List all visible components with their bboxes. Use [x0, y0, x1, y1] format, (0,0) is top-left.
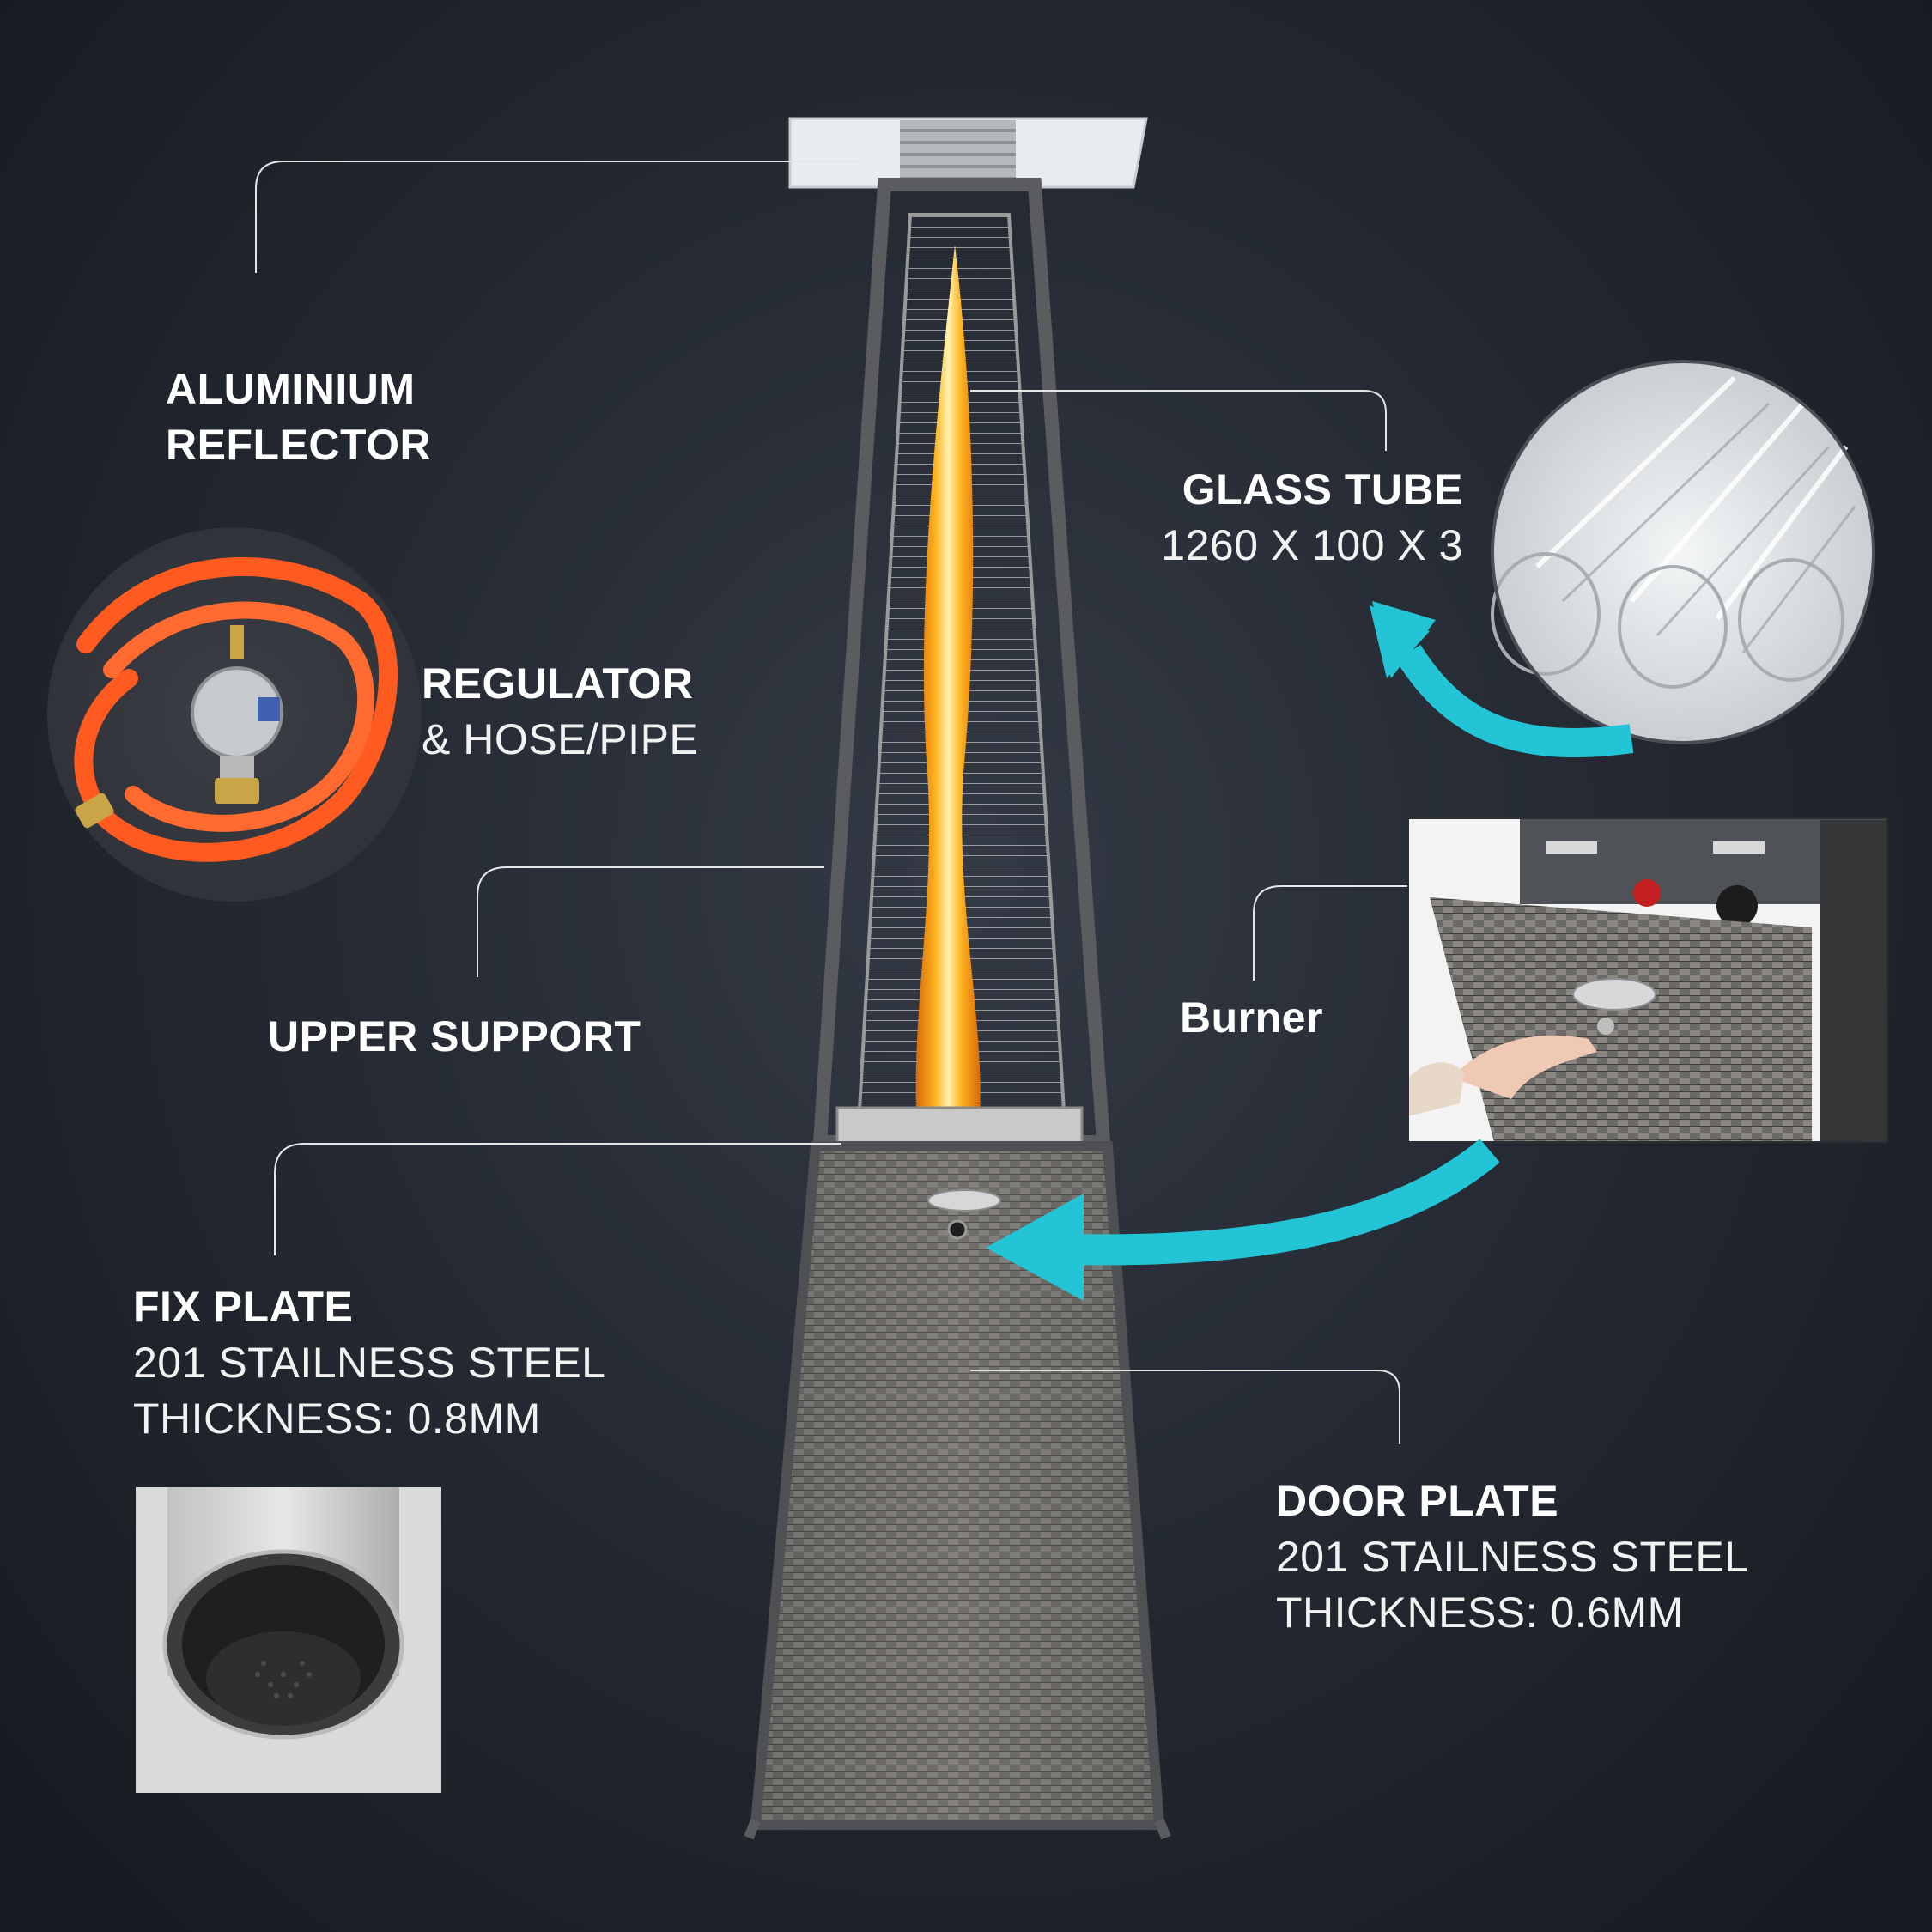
callout-lines	[255, 161, 1408, 1444]
door-plate-thickness: THICKNESS: 0.6MM	[1276, 1589, 1684, 1637]
callout-line-glass-tube	[970, 390, 1387, 451]
callout-line-upper-support	[477, 866, 824, 977]
callout-line-reflector	[255, 161, 859, 273]
burner-arrow-icon	[986, 1139, 1500, 1301]
label-regulator: REGULATOR & HOSE/PIPE	[422, 662, 698, 761]
regulator-subtitle: & HOSE/PIPE	[422, 715, 699, 763]
patio-heater-illustration	[744, 117, 1171, 1840]
glass-tube-photo	[1491, 360, 1875, 744]
fix-plate-material: 201 STAILNESS STEEL	[133, 1339, 606, 1387]
fix-plate-photo	[136, 1487, 441, 1793]
upper-support-title: UPPER SUPPORT	[268, 1012, 641, 1060]
door-plate-title: DOOR PLATE	[1276, 1477, 1559, 1525]
regulator-title: REGULATOR	[422, 659, 694, 708]
fix-plate-thickness: THICKNESS: 0.8MM	[133, 1394, 541, 1443]
callout-line-burner	[1253, 885, 1408, 981]
label-door-plate: DOOR PLATE 201 STAILNESS STEEL THICKNESS…	[1276, 1479, 1749, 1634]
label-glass-tube: GLASS TUBE 1260 X 100 X 3	[1116, 468, 1463, 567]
reflector-title-line2: REFLECTOR	[166, 421, 432, 469]
glass-tube-title: GLASS TUBE	[1182, 465, 1463, 513]
callout-line-door-plate	[970, 1370, 1400, 1444]
reflector-title-line1: ALUMINIUM	[166, 365, 416, 413]
door-plate-material: 201 STAILNESS STEEL	[1276, 1533, 1749, 1581]
regulator-hose-photo	[47, 527, 422, 902]
burner-door-photo	[1407, 817, 1888, 1143]
label-burner: Burner	[1180, 996, 1323, 1039]
label-upper-support: UPPER SUPPORT	[268, 1015, 641, 1058]
glass-tube-arrow-icon	[1370, 601, 1634, 758]
fix-plate-title: FIX PLATE	[133, 1283, 354, 1331]
burner-title: Burner	[1180, 993, 1323, 1042]
label-fix-plate: FIX PLATE 201 STAILNESS STEEL THICKNESS:…	[133, 1285, 606, 1440]
glass-tube-dimensions: 1260 X 100 X 3	[1161, 521, 1463, 569]
label-aluminium-reflector: ALUMINIUM REFLECTOR	[166, 368, 431, 466]
callout-line-fix-plate	[274, 1143, 841, 1255]
